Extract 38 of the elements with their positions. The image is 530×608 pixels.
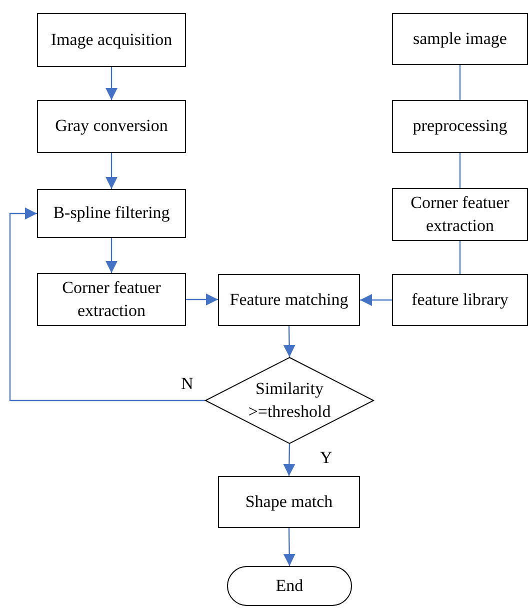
node-text: Shape match — [244, 490, 334, 513]
node-text: End — [274, 574, 304, 597]
arrow — [186, 294, 218, 306]
arrow — [360, 294, 392, 306]
arrow — [9, 208, 205, 402]
process-box — [218, 476, 360, 528]
edge-label: Y — [318, 449, 334, 466]
process-box — [37, 189, 186, 238]
process-box — [218, 274, 360, 326]
process-box — [392, 274, 528, 326]
connector-line — [459, 153, 461, 188]
process-box — [392, 13, 528, 65]
node-text: preprocessing — [412, 115, 508, 138]
terminal-shape — [227, 566, 352, 606]
node-text: Gray conversion — [54, 115, 169, 138]
edge-label: N — [179, 375, 196, 392]
node-text: sample image — [412, 28, 508, 50]
node-text: Image acquisition — [50, 28, 174, 51]
arrow — [283, 528, 296, 566]
node-text: Similarity >=threshold — [247, 378, 332, 422]
node-text: Feature matching — [228, 288, 350, 311]
connector-line — [459, 65, 461, 100]
arrow — [106, 67, 118, 100]
arrow — [283, 326, 296, 358]
node-text: feature library — [410, 288, 510, 311]
connector-line — [459, 241, 461, 274]
arrow — [106, 153, 118, 189]
decision-diamond — [205, 357, 374, 444]
process-box — [37, 100, 186, 153]
node-text: B-spline filtering — [52, 202, 171, 224]
process-box — [37, 13, 186, 67]
node-text: Corner featuer extraction — [61, 277, 162, 322]
process-box — [392, 100, 528, 153]
node-text: Corner featuer extraction — [410, 192, 510, 236]
arrow — [106, 238, 118, 273]
process-box — [37, 273, 186, 326]
process-box — [392, 188, 528, 241]
arrow — [283, 444, 296, 476]
